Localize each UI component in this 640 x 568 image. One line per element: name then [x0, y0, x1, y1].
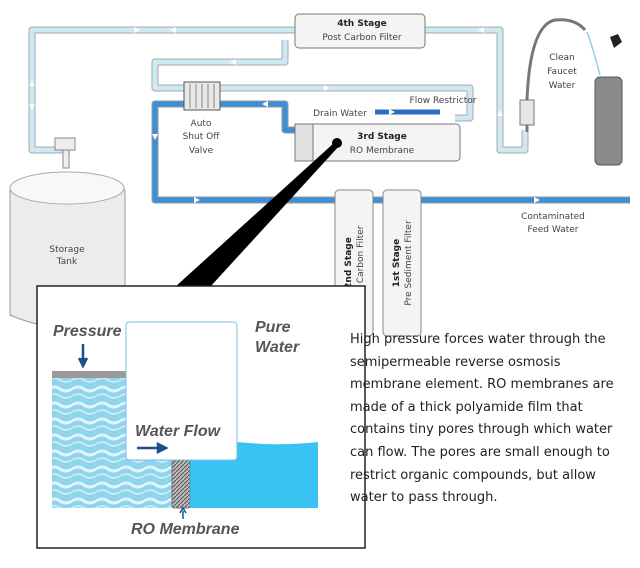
- svg-text:RO Membrane: RO Membrane: [131, 521, 240, 538]
- svg-text:Shut Off: Shut Off: [183, 132, 221, 142]
- bottle: [594, 34, 623, 166]
- auto-shut-off-valve: Auto Shut Off Valve: [183, 81, 221, 156]
- svg-text:4th Stage: 4th Stage: [337, 19, 387, 29]
- svg-text:Pressure: Pressure: [53, 323, 122, 340]
- svg-text:2nd Stage: 2nd Stage: [344, 237, 354, 289]
- svg-text:Water: Water: [255, 339, 300, 356]
- svg-text:Tank: Tank: [56, 257, 78, 267]
- svg-text:1st Stage: 1st Stage: [392, 239, 402, 287]
- svg-text:Drain Water: Drain Water: [313, 109, 367, 119]
- pressure-arrow-icon: [77, 344, 89, 369]
- svg-text:Water Flow: Water Flow: [135, 423, 222, 440]
- ro-inset: Pressure Pure Water Water Flow RO Membra…: [36, 285, 366, 549]
- svg-text:Flow Restrictor: Flow Restrictor: [410, 96, 477, 106]
- svg-text:Clean: Clean: [549, 53, 575, 63]
- flow-arrow-icon: [137, 441, 169, 455]
- svg-text:Storage: Storage: [49, 245, 85, 255]
- svg-text:3rd Stage: 3rd Stage: [357, 132, 407, 142]
- stage4-post-carbon-filter: 4th Stage Post Carbon Filter: [294, 13, 426, 49]
- svg-text:Valve: Valve: [189, 146, 214, 156]
- svg-text:Pre Carbon Filter: Pre Carbon Filter: [356, 225, 366, 300]
- svg-text:Contaminated: Contaminated: [521, 212, 585, 222]
- svg-text:Pure: Pure: [255, 319, 291, 336]
- stage3-ro-membrane: 3rd Stage RO Membrane: [294, 123, 461, 162]
- faucet: [519, 18, 601, 132]
- svg-text:Water: Water: [549, 81, 576, 91]
- svg-text:Post Carbon Filter: Post Carbon Filter: [322, 33, 402, 43]
- callout-wedge: [175, 143, 340, 287]
- svg-text:Pre Sediment Filter: Pre Sediment Filter: [404, 220, 414, 306]
- svg-text:Auto: Auto: [191, 119, 212, 129]
- svg-text:Faucet: Faucet: [547, 67, 577, 77]
- svg-text:RO Membrane: RO Membrane: [350, 146, 415, 156]
- description-text: High pressure forces water through the s…: [350, 332, 614, 506]
- membrane-arrow-icon: [179, 506, 187, 519]
- svg-text:Feed Water: Feed Water: [528, 225, 579, 235]
